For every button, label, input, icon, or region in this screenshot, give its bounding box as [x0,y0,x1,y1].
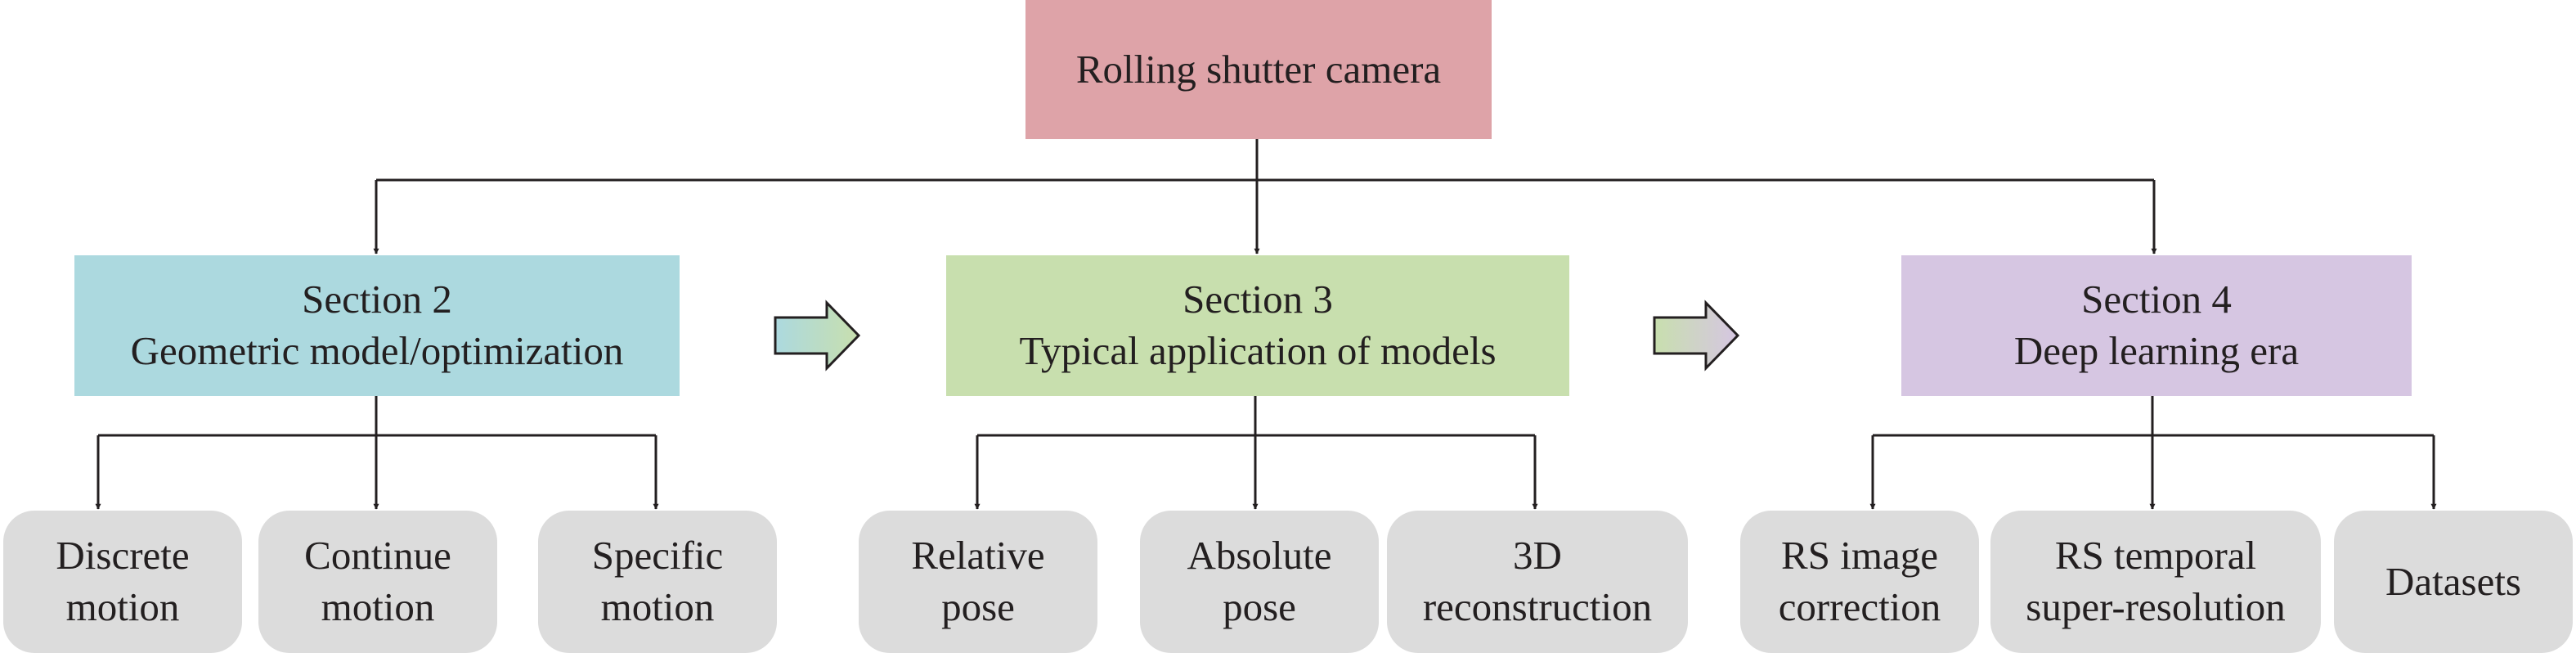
leaf-line-1: Absolute [1187,533,1332,579]
leaf-line-1: Discrete [56,533,190,579]
section-4-title: Section 4 [2081,277,2232,322]
leaf-relative-pose: Relative pose [859,511,1097,653]
leaf-specific-motion: Specific motion [538,511,777,653]
leaf-rs-temporal-super-resolution: RS temporal super-resolution [1990,511,2321,653]
leaf-line-1: Datasets [2385,558,2521,604]
section-2-node: Section 2 Geometric model/optimization [74,255,680,396]
leaf-3d-reconstruction: 3D reconstruction [1387,511,1688,653]
leaf-line-2: pose [941,584,1015,629]
leaf-absolute-pose: Absolute pose [1140,511,1379,653]
leaf-line-2: motion [65,584,180,629]
leaf-line-1: Specific [591,533,724,579]
section-4-node: Section 4 Deep learning era [1901,255,2412,396]
leaf-line-1: 3D [1513,533,1562,579]
leaf-line-2: motion [321,584,435,629]
section-4-subtitle: Deep learning era [2013,328,2300,373]
leaf-line-2: motion [600,584,715,629]
leaf-discrete-motion: Discrete motion [3,511,242,653]
section-2-title: Section 2 [302,277,452,322]
root-node: Rolling shutter camera [1025,0,1492,139]
section-3-subtitle: Typical application of models [1019,328,1497,373]
leaf-line-1: Relative [911,533,1045,579]
leaf-line-2: reconstruction [1422,584,1653,629]
leaf-datasets: Datasets [2334,511,2573,653]
leaf-continue-motion: Continue motion [258,511,497,653]
leaf-line-1: RS temporal [2054,533,2257,579]
leaf-line-1: RS image [1781,533,1938,579]
section-2-subtitle: Geometric model/optimization [130,328,624,373]
section-3-node: Section 3 Typical application of models [946,255,1569,396]
root-label: Rolling shutter camera [1075,46,1442,92]
flow-arrow-s2-to-s3 [774,299,861,372]
section-3-title: Section 3 [1183,277,1333,322]
flow-arrow-s3-to-s4 [1653,299,1740,372]
leaf-line-2: correction [1778,584,1941,629]
leaf-line-2: pose [1223,584,1296,629]
leaf-rs-image-correction: RS image correction [1740,511,1979,653]
leaf-line-2: super-resolution [2026,584,2286,629]
leaf-line-1: Continue [304,533,451,579]
